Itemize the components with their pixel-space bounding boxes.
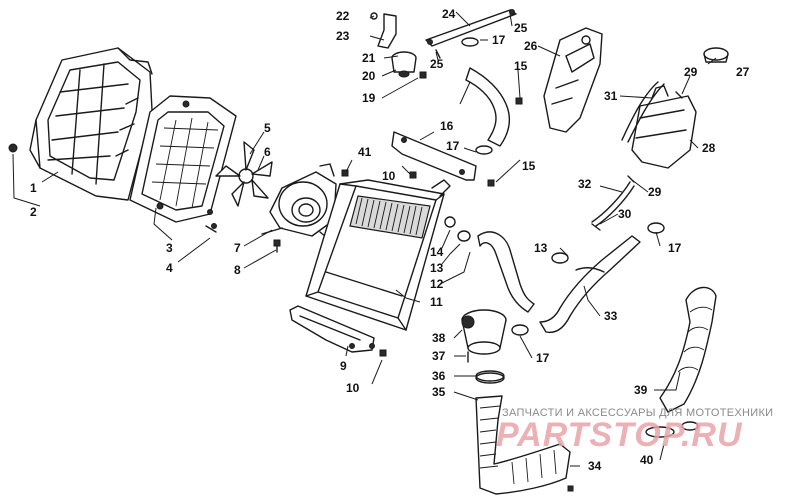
callout-37: 37: [432, 349, 446, 363]
watermark-brand: PARTSTOP.RU: [496, 416, 743, 454]
callout-25b: 25: [430, 57, 444, 71]
callout-5: 5: [264, 121, 271, 135]
callout-10b: 10: [346, 381, 360, 395]
clamp-36: [475, 370, 505, 384]
callout-21: 21: [362, 51, 376, 65]
hose-32: [591, 181, 635, 227]
screw-10b: [379, 349, 387, 357]
fitting-14: [444, 216, 456, 228]
callout-38: 38: [432, 331, 446, 345]
clip-30: [591, 223, 601, 231]
callout-19: 19: [362, 91, 376, 105]
callout-32: 32: [578, 177, 592, 191]
watermark-tagline: ЗАПЧАСТИ И АКСЕССУАРЫ ДЛЯ МОТОТЕХНИКИ: [502, 407, 773, 419]
radiator-core: [305, 179, 451, 331]
callout-31: 31: [604, 89, 618, 103]
hose-33: [539, 235, 641, 334]
callout-17d: 17: [536, 351, 550, 365]
callout-13b: 13: [534, 241, 548, 255]
hose-31: [621, 81, 665, 143]
callout-39: 39: [634, 383, 648, 397]
callout-10a: 10: [382, 169, 396, 183]
callout-24: 24: [442, 7, 456, 21]
bracket-24: [425, 9, 517, 59]
housing-cover: [543, 27, 603, 133]
upper-bracket: [391, 131, 477, 181]
screw-15b: [487, 179, 495, 187]
thermostat-group: [370, 12, 427, 79]
clamp-17a: [461, 37, 493, 155]
bolt-8: [273, 239, 281, 253]
reservoir-cap: [703, 47, 729, 63]
callout-33: 33: [604, 309, 618, 323]
callout-16: 16: [440, 119, 454, 133]
callout-27: 27: [736, 65, 750, 79]
callout-26: 26: [524, 39, 538, 53]
callout-13a: 13: [430, 261, 444, 275]
callout-14: 14: [430, 245, 444, 259]
clip-29a: [675, 91, 683, 99]
callout-12: 12: [430, 277, 444, 291]
callout-labels: 1 2 3 4 5 6 7 8 9 10 10 11 12 13 13 14 1…: [30, 7, 750, 473]
watermark: ЗАПЧАСТИ И АКСЕССУАРЫ ДЛЯ МОТОТЕХНИКИ PA…: [496, 407, 773, 454]
radiator-shroud: [29, 47, 153, 201]
callout-11: 11: [430, 295, 443, 309]
screw-15a: [515, 97, 523, 105]
callout-41: 41: [358, 145, 372, 159]
callout-29a: 29: [684, 65, 698, 79]
screw-4: [205, 223, 217, 233]
callout-22: 22: [336, 9, 350, 23]
duct-39: [659, 286, 717, 413]
callout-15a: 15: [514, 59, 528, 73]
filler-neck-38: [461, 309, 507, 355]
callout-23: 23: [336, 29, 350, 43]
callout-30: 30: [618, 207, 632, 221]
callout-4: 4: [166, 261, 173, 275]
callout-2: 2: [30, 205, 37, 219]
callout-34: 34: [588, 459, 602, 473]
clamp-40: [645, 421, 699, 438]
callout-36: 36: [432, 369, 446, 383]
callout-28: 28: [702, 141, 716, 155]
callout-15b: 15: [522, 159, 536, 173]
callout-8: 8: [234, 263, 241, 277]
screw-10a: [409, 171, 417, 179]
callout-29b: 29: [648, 185, 662, 199]
callout-20: 20: [362, 69, 376, 83]
bolt-2: [8, 143, 18, 153]
callout-6: 6: [264, 145, 271, 159]
callout-40: 40: [640, 453, 654, 467]
duct-35-34: [475, 395, 574, 495]
radiator-screen: [129, 95, 237, 223]
upper-hose: [465, 67, 511, 147]
coolant-reservoir: [631, 85, 697, 169]
callout-9: 9: [340, 359, 347, 373]
callout-25a: 25: [514, 21, 528, 35]
callout-17b: 17: [446, 139, 460, 153]
callout-3: 3: [166, 241, 173, 255]
lower-bracket: [289, 305, 375, 353]
fan-blade: [215, 141, 273, 207]
callout-17c: 17: [668, 241, 682, 255]
callout-1: 1: [30, 181, 37, 195]
callout-17a: 17: [492, 33, 506, 47]
screw-41: [341, 169, 349, 177]
leader-lines: [12, 11, 717, 467]
callout-35: 35: [432, 385, 446, 399]
callout-7: 7: [234, 241, 241, 255]
lower-hose-12: [477, 231, 535, 313]
fan-shroud: [261, 163, 337, 243]
